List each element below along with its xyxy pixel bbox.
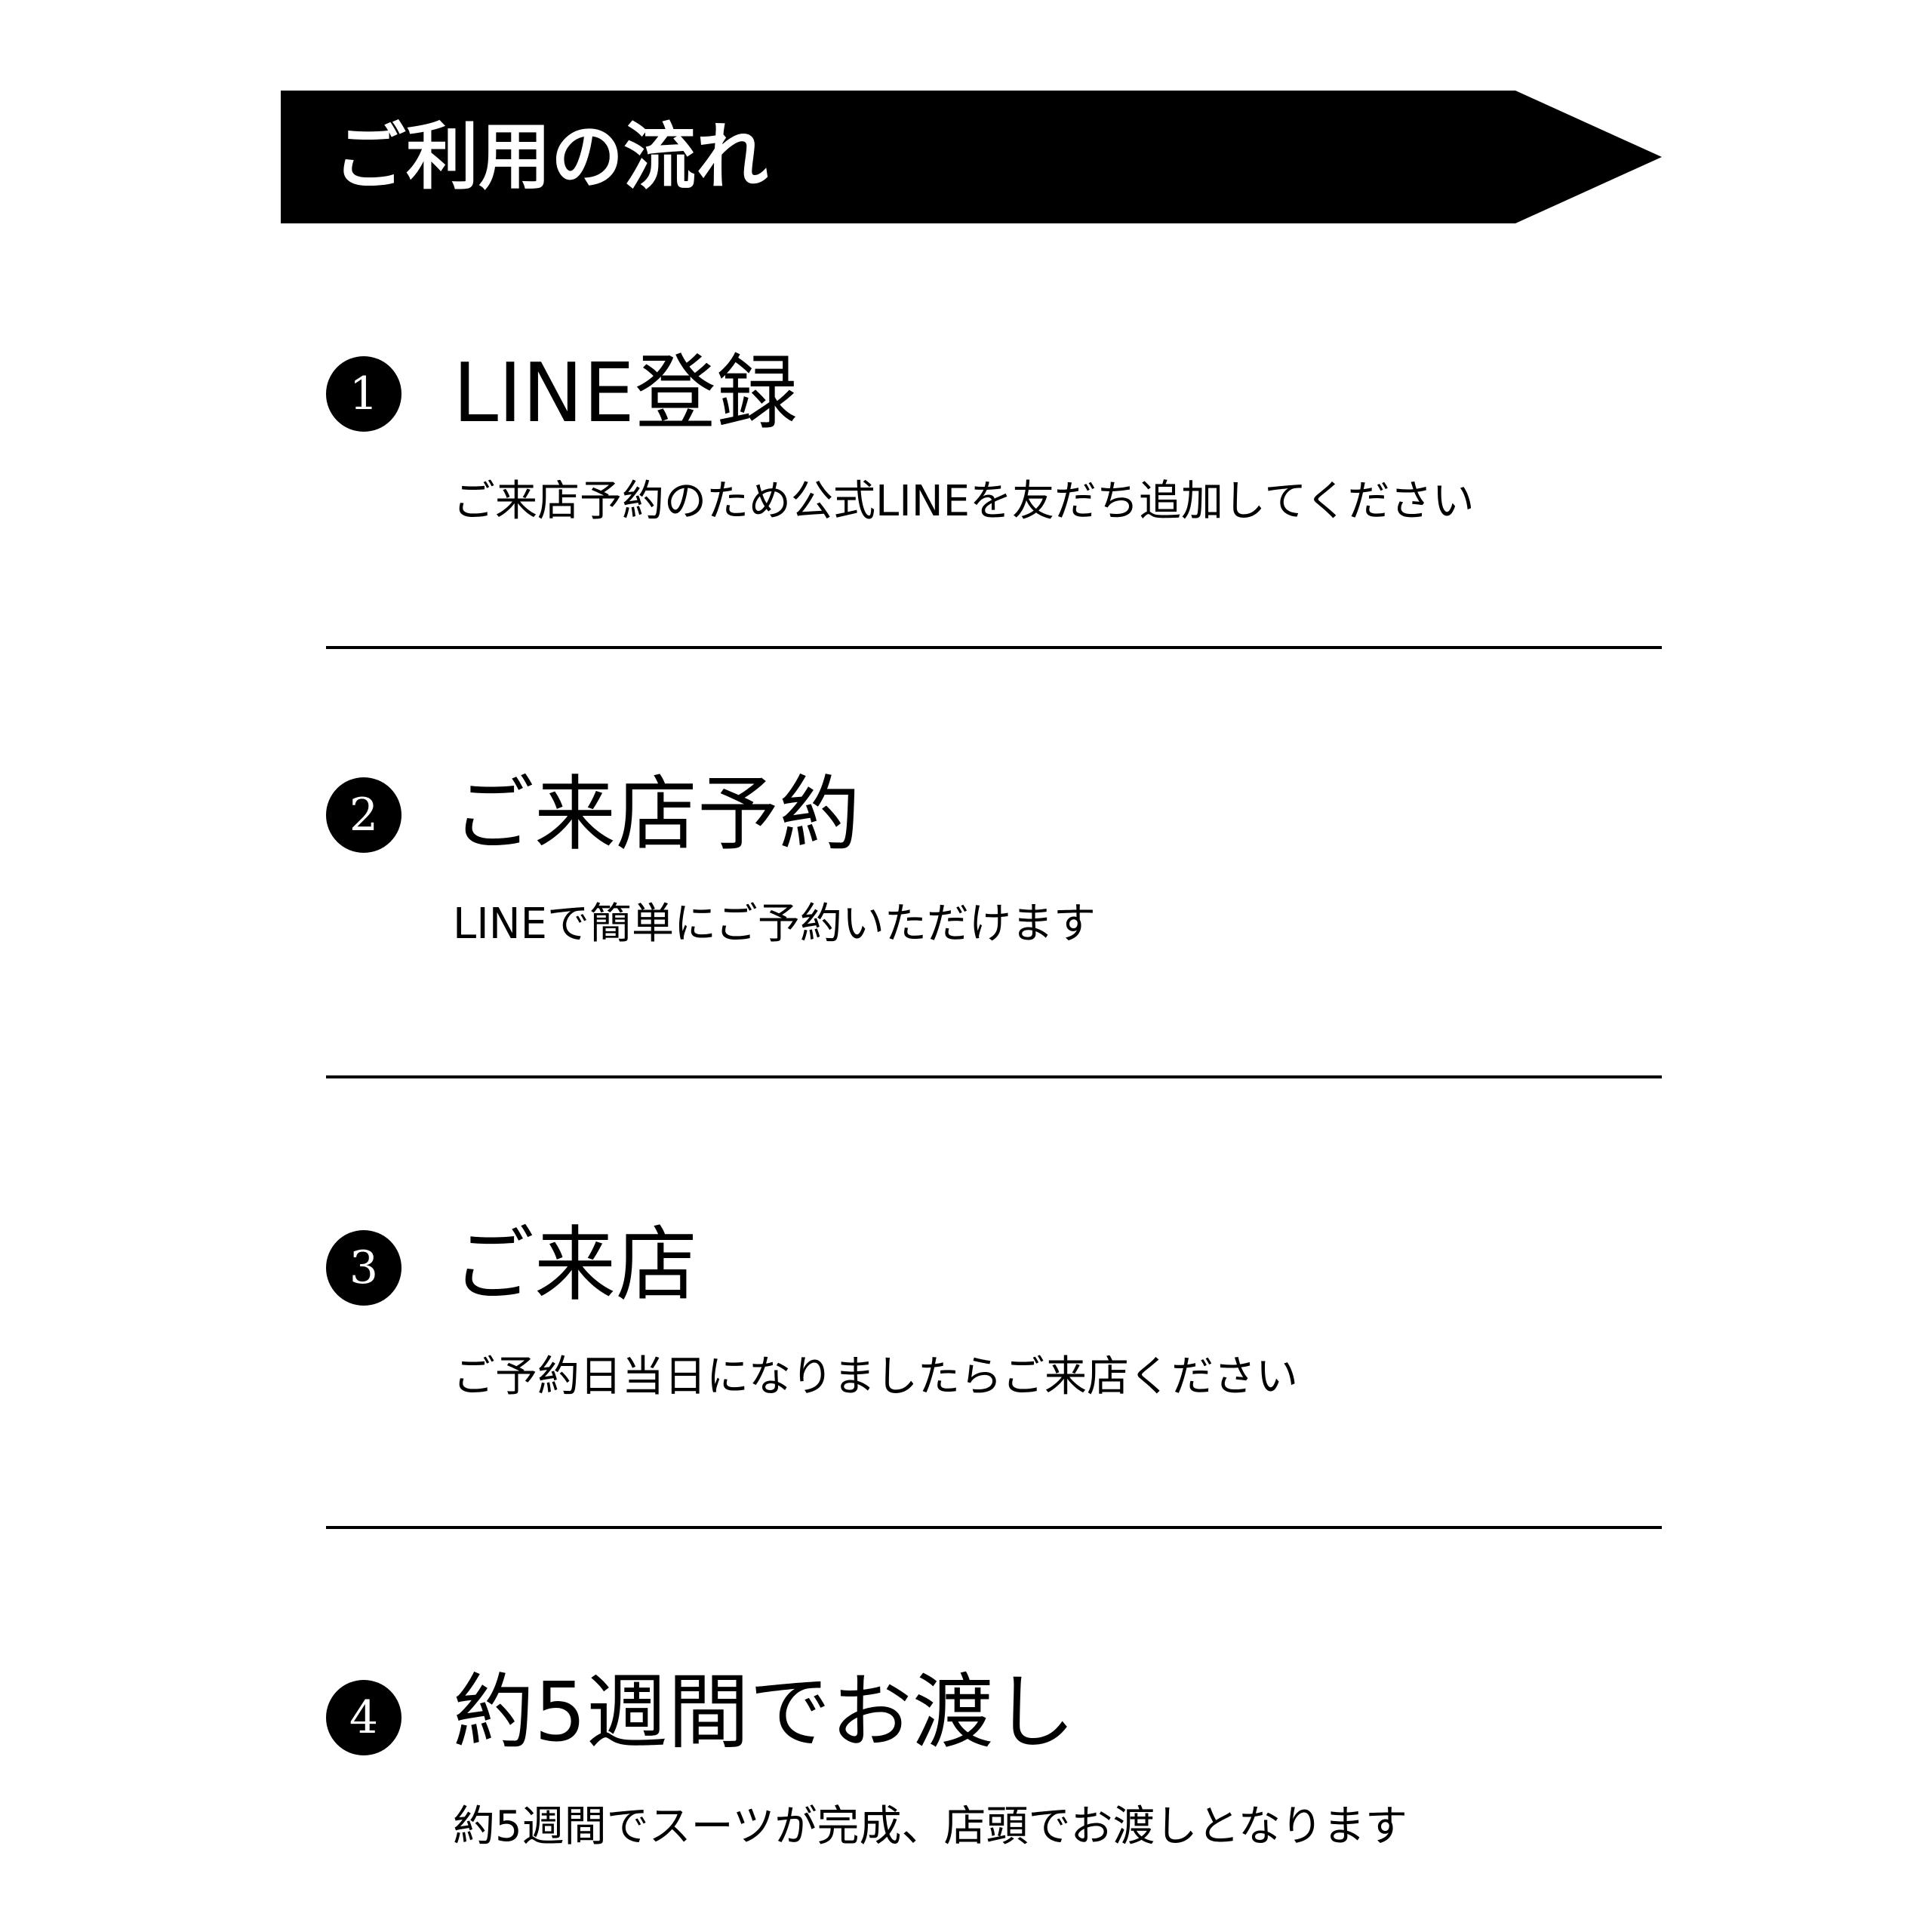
page-title: ご利用の流れ — [334, 115, 768, 199]
step-number-badge: 1 — [326, 356, 401, 432]
step-description: ご予約日当日になりましたらご来店ください — [453, 1352, 1298, 1401]
step-number-badge: 3 — [326, 1230, 401, 1306]
step-number-badge: 4 — [326, 1680, 401, 1755]
step-title: ご来店 — [453, 1218, 698, 1312]
step-title: ご来店予約 — [453, 768, 861, 862]
arrow-banner-shape — [281, 91, 1662, 223]
divider — [326, 1526, 1662, 1529]
header-banner: ご利用の流れ — [281, 91, 1662, 223]
step-title: 約5週間でお渡し — [453, 1666, 1075, 1760]
step-description: ご来店予約のため公式LINEを友だち追加してください — [453, 477, 1475, 526]
divider — [326, 1075, 1662, 1078]
step-description: LINEで簡単にご予約いただけます — [453, 900, 1096, 949]
step-title: LINE登録 — [453, 346, 798, 441]
divider — [326, 646, 1662, 649]
step-description: 約5週間でスーツが完成、店頭でお渡しとなります — [453, 1802, 1407, 1851]
step-number-badge: 2 — [326, 777, 401, 853]
